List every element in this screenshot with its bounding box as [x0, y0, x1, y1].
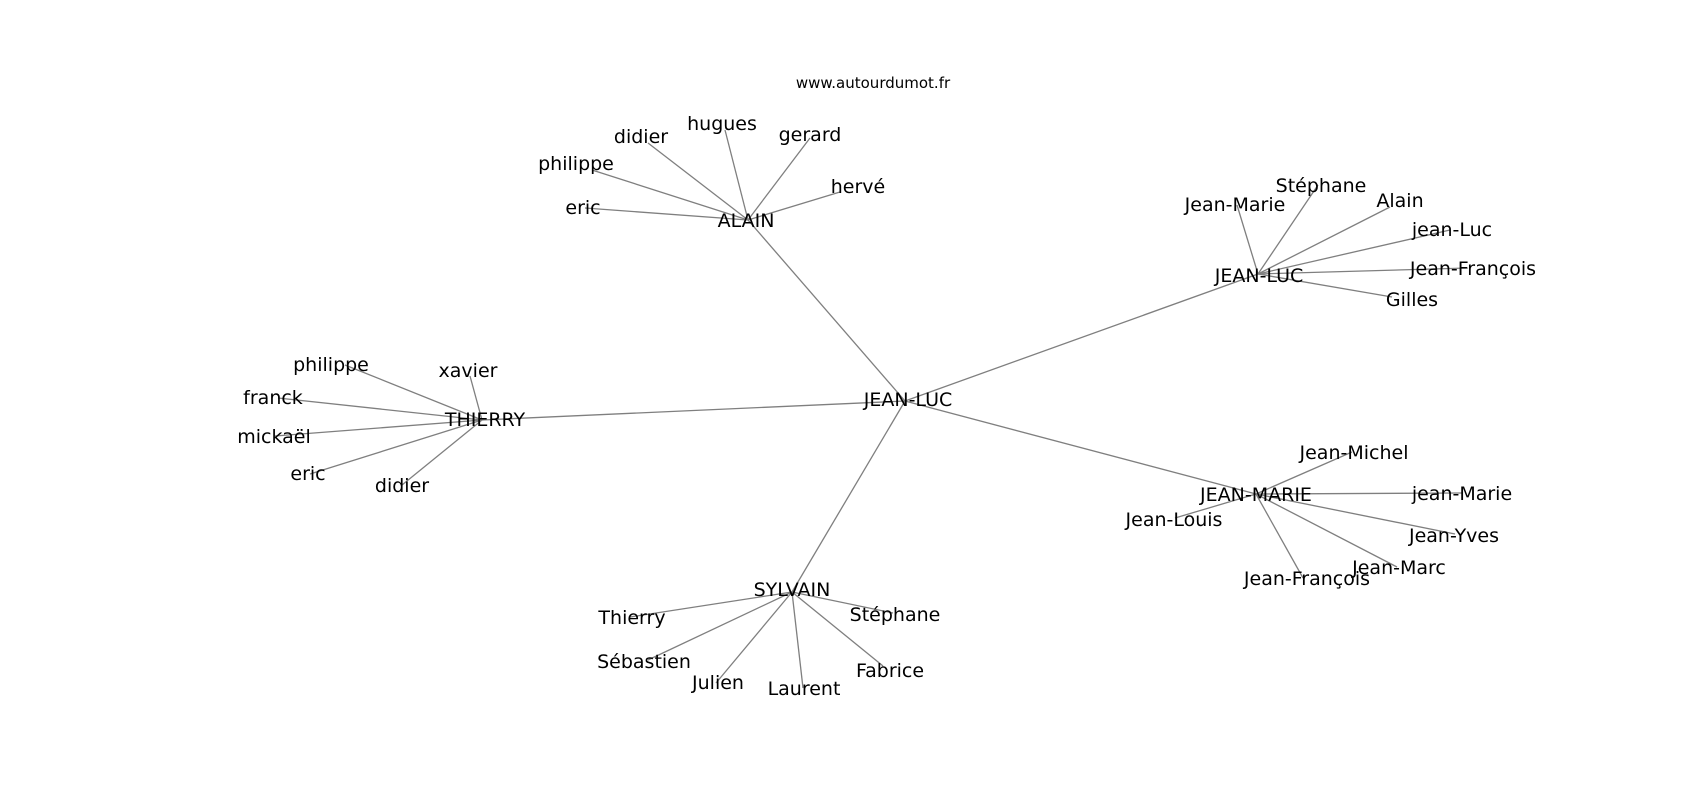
leaf-jl-stephane-label: Stéphane [1276, 175, 1367, 197]
leaf-jl-jean-luc-label: jean-Luc [1411, 219, 1492, 241]
leaf-jm-jean-marie-label: jean-Marie [1411, 483, 1512, 505]
edge-center-thierry [481, 400, 906, 421]
edge-th-eric [309, 419, 483, 475]
edge-alain-gerard [747, 137, 811, 221]
leaf-jl-alain-label: Alain [1376, 190, 1423, 212]
node-jean-luc-label: JEAN-LUC [1214, 265, 1304, 287]
leaf-jm-jean-michel-label: Jean-Michel [1299, 442, 1409, 464]
leaf-sy-laurent-label: Laurent [768, 678, 841, 700]
graph-nodes: JEAN-LUC ALAIN didier hugues gerard philippe h… [237, 113, 1536, 700]
edge-jl-jean-marie [1236, 204, 1259, 275]
node-thierry-label: THIERRY [444, 409, 526, 431]
node-jean-marie-label: JEAN-MARIE [1199, 484, 1312, 506]
leaf-alain-hugues-label: hugues [687, 113, 757, 135]
edge-jl-jean-francois [1257, 267, 1469, 275]
leaf-th-mickael-label: mickaël [237, 426, 311, 448]
leaf-jm-jean-louis-label: Jean-Louis [1125, 509, 1223, 531]
leaf-alain-philippe-label: philippe [538, 153, 614, 175]
edge-alain-didier [647, 142, 749, 221]
leaf-sy-stephane-label: Stéphane [850, 604, 941, 626]
edge-center-alain [747, 219, 906, 402]
edge-th-franck [277, 397, 483, 421]
leaf-alain-eric-label: eric [565, 197, 600, 219]
edge-alain-eric [584, 207, 749, 221]
watermark-text: www.autourdumot.fr [796, 74, 951, 92]
node-alain-label: ALAIN [718, 210, 775, 232]
edge-sy-thierry [629, 591, 793, 618]
edge-sy-fabrice [791, 591, 884, 667]
edge-center-jean-luc [904, 273, 1259, 402]
leaf-sy-julien-label: Julien [691, 672, 744, 694]
leaf-alain-gerard-label: gerard [779, 124, 842, 146]
leaf-sy-sebastien-label: Sébastien [597, 651, 691, 673]
leaf-jl-jean-marie-label: Jean-Marie [1184, 194, 1286, 216]
edge-jm-jean-michel [1255, 451, 1353, 495]
edge-th-xavier [469, 375, 483, 421]
leaf-sy-thierry-label: Thierry [597, 607, 665, 629]
node-center-label: JEAN-LUC [863, 389, 953, 411]
edge-alain-philippe [591, 169, 749, 221]
leaf-jl-jean-francois-label: Jean-François [1409, 258, 1536, 280]
edge-th-didier [401, 419, 483, 486]
leaf-th-didier-label: didier [375, 475, 429, 497]
edge-sy-stephane [791, 591, 894, 614]
leaf-jm-jean-yves-label: Jean-Yves [1408, 525, 1499, 547]
leaf-th-xavier-label: xavier [439, 360, 498, 382]
edge-jm-jean-yves [1255, 493, 1456, 535]
edge-th-philippe [344, 364, 483, 421]
edge-jm-jean-marie [1255, 492, 1463, 495]
node-sylvain-label: SYLVAIN [754, 579, 831, 601]
edge-alain-herve [747, 191, 841, 221]
leaf-th-philippe-label: philippe [293, 354, 369, 376]
edge-jl-gilles [1257, 273, 1393, 298]
edge-center-sylvain [791, 400, 906, 593]
leaf-th-eric-label: eric [290, 463, 325, 485]
edge-jm-jean-marc [1255, 493, 1398, 568]
leaf-alain-didier-label: didier [614, 126, 668, 148]
edge-center-jean-marie [904, 400, 1257, 495]
leaf-jm-jean-francois-label: Jean-François [1243, 568, 1370, 590]
edge-sy-julien [715, 591, 793, 684]
edge-sy-laurent [791, 591, 804, 689]
edge-jm-jean-francois [1255, 493, 1304, 579]
leaf-jl-gilles-label: Gilles [1386, 289, 1438, 311]
edge-sy-sebastien [647, 591, 793, 661]
leaf-th-franck-label: franck [243, 387, 303, 409]
graph-edges [274, 129, 1469, 689]
edge-jl-jean-luc [1257, 229, 1451, 275]
leaf-sy-fabrice-label: Fabrice [856, 660, 924, 682]
edge-th-mickael [274, 419, 483, 437]
edge-alain-hugues [724, 129, 749, 221]
edge-jl-alain [1257, 206, 1391, 275]
leaf-alain-herve-label: hervé [831, 176, 885, 198]
leaf-jm-jean-marc-label: Jean-Marc [1351, 557, 1446, 579]
edge-jm-jean-louis [1174, 493, 1257, 519]
edge-jl-stephane [1257, 184, 1319, 275]
